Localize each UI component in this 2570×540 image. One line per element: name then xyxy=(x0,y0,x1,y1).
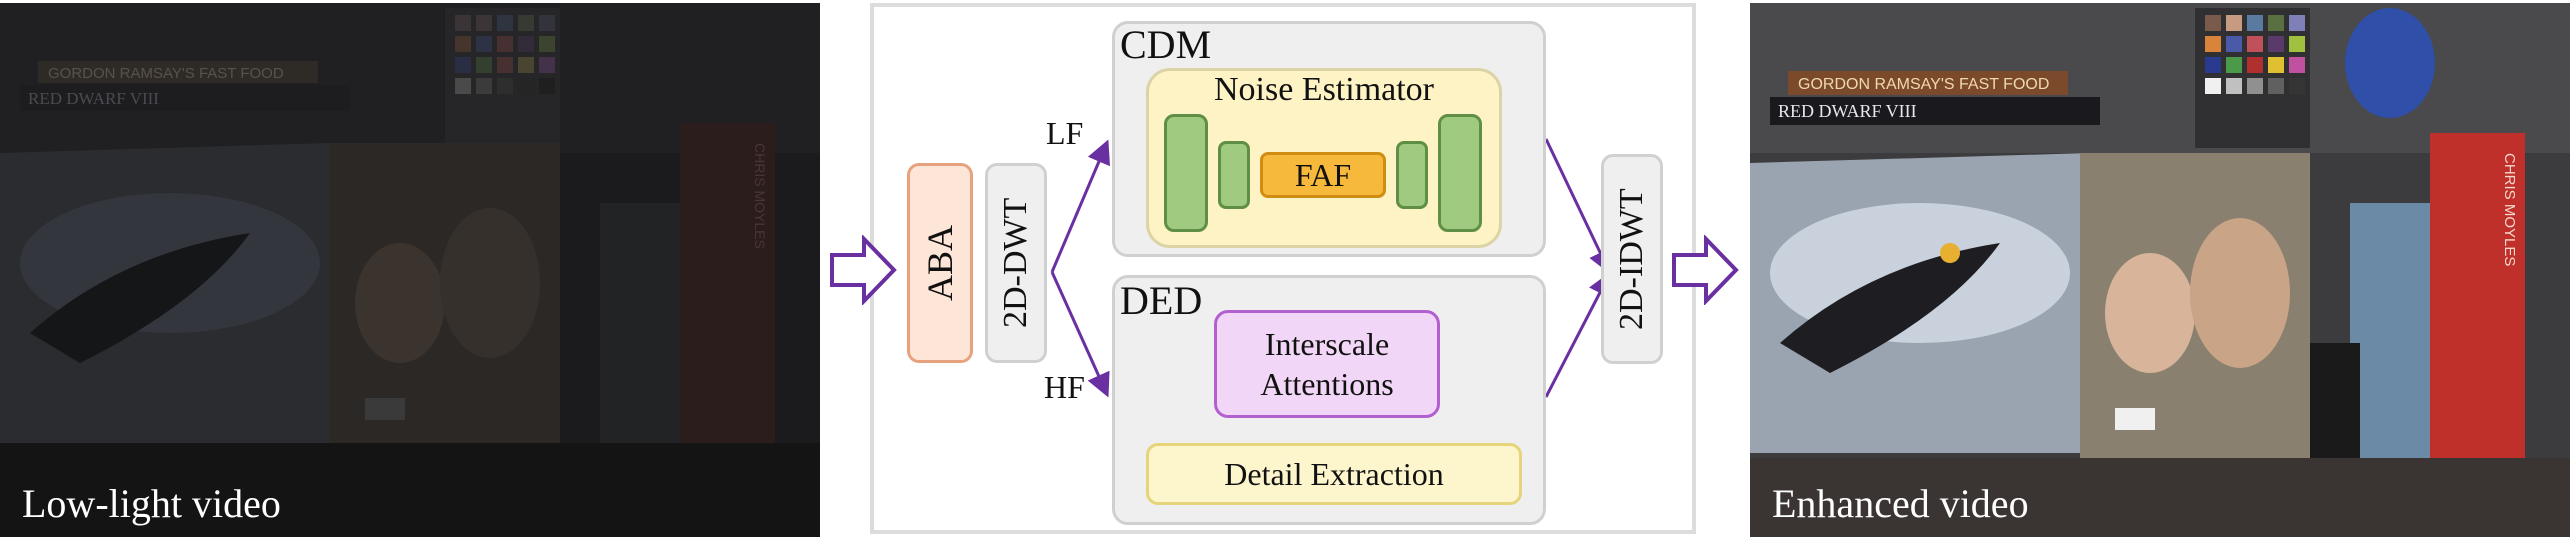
book-top xyxy=(1788,71,2068,95)
color-checker xyxy=(2195,8,2310,148)
aba-label: ABA xyxy=(920,225,960,302)
dwt-label: 2D-DWT xyxy=(997,197,1034,329)
low-light-caption: Low-light video xyxy=(22,481,281,526)
decoder-layer-outer xyxy=(1438,114,1482,232)
aba-block: ABA xyxy=(907,163,973,363)
interscale-label-line2: Attentions xyxy=(1260,366,1394,402)
detail-extraction-label: Detail Extraction xyxy=(1224,455,1444,492)
idwt-block: 2D-IDWT xyxy=(1601,154,1663,364)
hf-label: HF xyxy=(1044,369,1085,405)
book-right-title: CHRIS MOYLES xyxy=(2501,153,2518,266)
book-top xyxy=(38,61,318,83)
noise-estimator-label: Noise Estimator xyxy=(1213,71,1435,108)
faf-block: FAF xyxy=(1260,152,1386,198)
enhanced-video-frame: GORDON RAMSAY'S FAST FOOD RED DWARF VIII… xyxy=(1750,3,2570,537)
interscale-attentions-block: Interscale Attentions xyxy=(1214,310,1440,418)
detail-extraction-block: Detail Extraction xyxy=(1146,443,1522,505)
cdm-title: CDM xyxy=(1120,22,1212,67)
book-second xyxy=(20,85,350,111)
color-checker xyxy=(445,8,560,148)
idwt-label: 2D-IDWT xyxy=(1613,188,1650,330)
lf-label: LF xyxy=(1046,115,1084,151)
book-top-title: GORDON RAMSAY'S FAST FOOD xyxy=(1798,76,2049,93)
book-second xyxy=(1770,97,2100,125)
eagle-silhouette xyxy=(1780,243,2000,373)
table-surface xyxy=(1750,458,2570,537)
book-second-title: RED DWARF VIII xyxy=(28,89,159,108)
low-light-video-frame: GORDON RAMSAY'S FAST FOOD RED DWARF VIII… xyxy=(0,3,820,537)
enhanced-caption: Enhanced video xyxy=(1772,481,2029,526)
ded-title: DED xyxy=(1120,278,1203,323)
eagle-silhouette xyxy=(30,233,250,363)
table-surface xyxy=(0,443,820,537)
pipeline-diagram-panel: ABA 2D-DWT LF HF CDM Noise Estimator FAF… xyxy=(870,3,1696,534)
plush-toy xyxy=(2345,8,2435,118)
book-top-title: GORDON RAMSAY'S FAST FOOD xyxy=(48,65,284,82)
book-right-title: CHRIS MOYLES xyxy=(752,143,768,249)
encoder-layer-inner xyxy=(1218,141,1250,209)
book-red-spine xyxy=(680,123,775,443)
output-hollow-arrow-icon xyxy=(1672,235,1739,305)
enhanced-scene: GORDON RAMSAY'S FAST FOOD RED DWARF VIII… xyxy=(1750,3,2570,537)
arrow-dwt-to-ded xyxy=(1050,271,1110,398)
arrow-dwt-to-cdm xyxy=(1050,139,1110,273)
pipeline-connectors xyxy=(1050,138,1612,446)
book-red-spine xyxy=(2430,133,2525,463)
input-hollow-arrow-icon xyxy=(830,235,897,305)
low-light-scene: GORDON RAMSAY'S FAST FOOD RED DWARF VIII… xyxy=(0,3,820,537)
dwt-block: 2D-DWT xyxy=(985,163,1047,363)
decoder-layer-inner xyxy=(1396,141,1428,209)
encoder-layer-outer xyxy=(1164,114,1208,232)
arrow-ded-to-idwt xyxy=(1544,271,1611,398)
book-second-title: RED DWARF VIII xyxy=(1778,101,1917,121)
arrow-cdm-to-idwt xyxy=(1544,138,1612,275)
faf-label: FAF xyxy=(1294,156,1352,193)
interscale-label-line1: Interscale xyxy=(1264,326,1390,362)
